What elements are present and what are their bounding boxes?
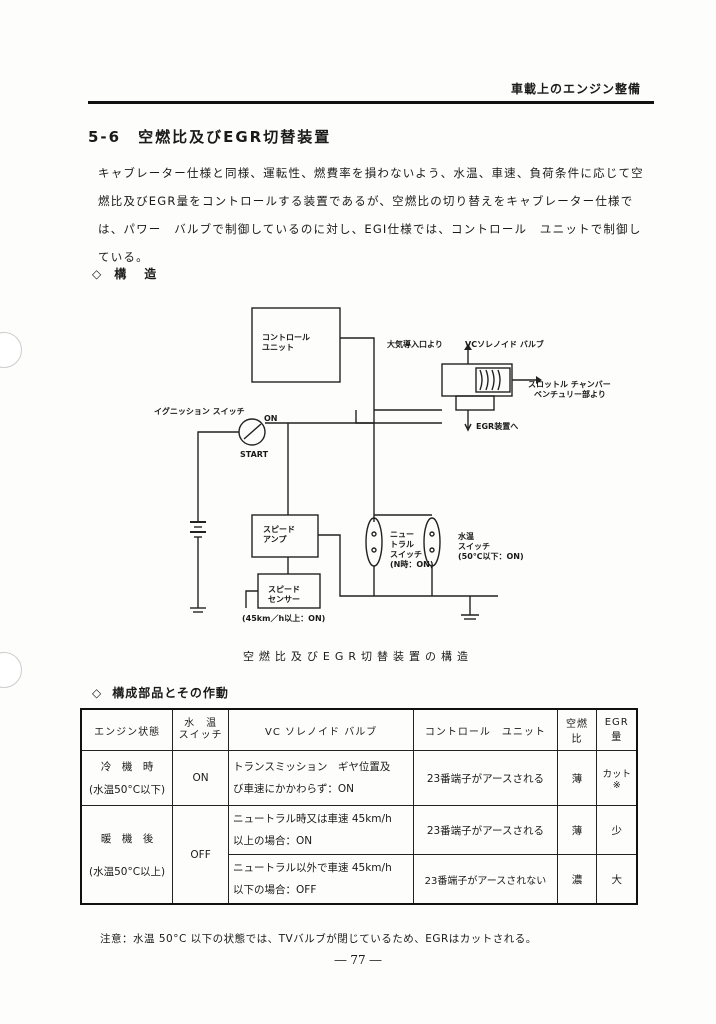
section-title: 5-6 空燃比及びEGR切替装置 (88, 128, 332, 146)
diagram-caption: 空燃比及びEGR切替装置の構造 (242, 650, 474, 663)
body-line: 燃比及びEGR量をコントロールする装置であるが、空燃比の切り替えをキャブレーター… (98, 194, 634, 208)
air-fuel-cell: 薄 (556, 805, 598, 855)
vc-solenoid-label: VCソレノイド バルブ (465, 340, 544, 349)
vc-solenoid-cell: ニュートラル時又は車速 45km/h 以上の場合：ON (228, 805, 415, 855)
air-fuel-cell: 薄 (556, 750, 598, 806)
air-fuel-cell: 濃 (556, 854, 598, 905)
diamond-bullet-icon: ◇ (92, 267, 105, 281)
body-line: キャブレーター仕様と同様、運転性、燃費率を損わないよう、水温、車速、負荷条件に応… (98, 166, 644, 180)
water-temp-switch-label: 水温 スイッチ (50℃以下：ON) (458, 532, 524, 561)
egr-cell: 大 (596, 854, 638, 905)
ignition-switch-label: イグニッション スイッチ (154, 407, 245, 416)
neutral-switch-symbol (365, 517, 383, 567)
header-vc-solenoid: VC ソレノイド バルブ (228, 708, 415, 751)
control-unit-cell: 23番端子がアースされない (413, 854, 558, 905)
header-air-fuel: 空燃比 (556, 708, 598, 751)
parts-heading: ◇構成部品とその作動 (92, 686, 229, 700)
air-inlet-label: 大気導入口より (387, 340, 443, 349)
control-unit-box (251, 307, 341, 383)
header-egr: EGR量 (596, 708, 638, 751)
table-row: 暖 機 後 (水温50°C以上) OFF ニュートラル時又は車速 45km/h … (80, 805, 638, 905)
header-engine-state: エンジン状態 (80, 708, 174, 751)
start-label: START (240, 450, 269, 459)
body-line: は、パワー バルブで制御しているのに対し、EGI仕様では、コントロール ユニット… (98, 222, 642, 236)
table-row: 冷 機 時 (水温50°C以下) ON トランスミッション ギヤ位置及 び車速に… (80, 750, 638, 806)
egr-cell: 少 (596, 805, 638, 855)
parts-operation-table: エンジン状態 水 温 スイッチ VC ソレノイド バルブ コントロール ユニット… (80, 708, 638, 905)
vc-solenoid-cell: トランスミッション ギヤ位置及 び車速にかかわらず：ON (228, 750, 415, 806)
control-unit-cell: 23番端子がアースされる (413, 750, 558, 806)
control-unit-label: コントロール ユニット (262, 333, 310, 352)
neutral-switch-label: ニュー トラル スイッチ (N時：ON) (390, 530, 434, 569)
body-line: ている。 (98, 250, 149, 264)
control-unit-cell: 23番端子がアースされる (413, 805, 558, 855)
table-header-row: エンジン状態 水 温 スイッチ VC ソレノイド バルブ コントロール ユニット… (80, 708, 638, 751)
body-paragraph: キャブレーター仕様と同様、運転性、燃費率を損わないよう、水温、車速、負荷条件に応… (98, 159, 658, 271)
throttle-chamber-label: スロットル チャンバー ベンチュリー部より (528, 380, 611, 399)
speed-sensor-label: スピード センサー (268, 585, 300, 604)
header-title: 車載上のエンジン整備 (510, 82, 641, 96)
header-control-unit: コントロール ユニット (413, 708, 558, 751)
footnote: 注意：水温 50°C 以下の状態では、TVバルブが閉じているため、EGRはカット… (100, 933, 537, 945)
engine-state-cell: 暖 機 後 (水温50°C以上) (80, 805, 174, 905)
speed-amp-box (251, 514, 319, 558)
page-number: ― 77 ― (334, 953, 382, 967)
speed-sensor-note: (45km／h以上：ON) (242, 614, 326, 623)
header-rule (88, 101, 654, 104)
wiring-diagram (190, 307, 542, 620)
to-egr-label: EGR装置へ (476, 422, 519, 431)
table-row: ニュートラル以外で車速 45km/h 以下の場合：OFF 23番端子がアースされ… (81, 854, 638, 905)
water-switch-cell: ON (172, 750, 230, 806)
header-water-switch: 水 温 スイッチ (172, 708, 230, 751)
vc-solenoid-valve (441, 363, 513, 397)
speed-amp-label: スピード アンプ (263, 525, 295, 544)
diamond-bullet-icon: ◇ (92, 686, 103, 700)
vc-solenoid-cell: ニュートラル以外で車速 45km/h 以下の場合：OFF (228, 854, 415, 905)
structure-heading: ◇構 造 (92, 267, 160, 281)
water-switch-cell: OFF (172, 805, 230, 905)
egr-cell: カット※ (596, 750, 638, 806)
on-label: ON (264, 414, 278, 423)
engine-state-cell: 冷 機 時 (水温50°C以下) (80, 750, 174, 806)
